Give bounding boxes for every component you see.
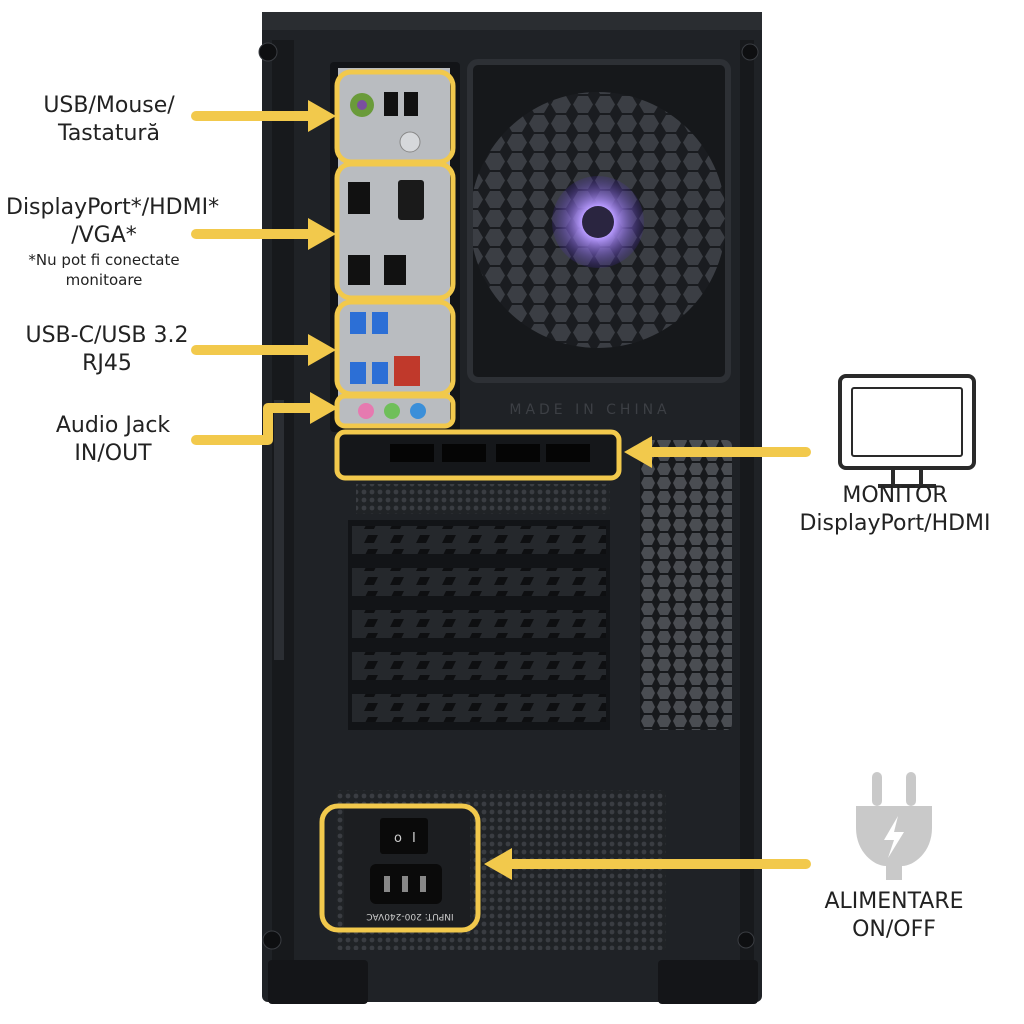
gpu-hdmi [496,444,540,462]
label-audio: Audio Jack IN/OUT [38,412,188,468]
label-usb-c-line2: RJ45 [82,351,132,376]
usb3-port [372,312,388,334]
rear-fan: MADE IN CHINA [467,59,731,418]
psu-input-text: INPUT: 200-240VAC [366,911,453,921]
label-power-line1: ALIMENTARE [824,889,964,914]
highlight-display [334,161,456,301]
arrows [191,111,811,869]
power-plug-icon [856,772,932,880]
hdmi-mb [348,255,370,285]
label-usb-mouse: USB/Mouse/ Tastatură [30,92,188,148]
arrow-audio [191,403,319,445]
label-display-line2: /VGA* [71,223,137,248]
label-usb-c: USB-C/USB 3.2 RJ45 [16,322,198,378]
label-power-line2: ON/OFF [852,917,936,942]
usb3-port [350,362,366,384]
monitor-icon [838,374,976,488]
svg-text:o: o [394,831,402,846]
made-in-china-text: MADE IN CHINA [509,402,670,418]
audio-jack-green [384,403,400,419]
expansion-slots [348,520,610,730]
gpu-bracket [338,432,620,514]
audio-jack-pink [358,403,374,419]
usb2-port [384,92,398,116]
usb2-port [404,92,418,116]
label-display: DisplayPort*/HDMI* /VGA* *Nu pot fi cone… [6,194,220,290]
gpu-displayport [546,444,590,462]
label-power: ALIMENTARE ON/OFF [806,888,982,944]
gpu-displayport [442,444,486,462]
label-usb-c-line1: USB-C/USB 3.2 [25,323,189,348]
audio-jack-blue [410,403,426,419]
label-monitor-line2: DisplayPort/HDMI [799,511,991,536]
rj45-port [394,356,420,386]
label-usb-mouse-line1: USB/Mouse/ [43,93,175,118]
hdmi-mb [384,255,406,285]
arrow-heads [308,100,652,880]
label-usb-mouse-line2: Tastatură [58,121,160,146]
power-switch [380,818,428,854]
side-vent [640,440,732,730]
highlight-audio [334,393,456,429]
highlight-psu [319,803,481,933]
label-display-line1: DisplayPort*/HDMI* [6,195,220,220]
label-audio-line2: IN/OUT [74,441,152,466]
label-monitor: MONITOR DisplayPort/HDMI [788,482,1002,538]
vga-port [398,180,424,220]
io-shield [330,62,460,432]
label-monitor-line1: MONITOR [842,483,948,508]
highlight-boxes [319,69,622,933]
svg-text:I: I [412,831,416,846]
label-display-note-line1: *Nu pot fi conectate [28,251,180,269]
usb3-port [372,362,388,384]
displayport-mb [348,182,370,214]
label-display-note-line2: monitoare [65,271,143,289]
highlight-gpu [334,429,622,481]
label-audio-line1: Audio Jack [55,413,171,438]
usb3-port [350,312,366,334]
gpu-displayport [390,444,434,462]
